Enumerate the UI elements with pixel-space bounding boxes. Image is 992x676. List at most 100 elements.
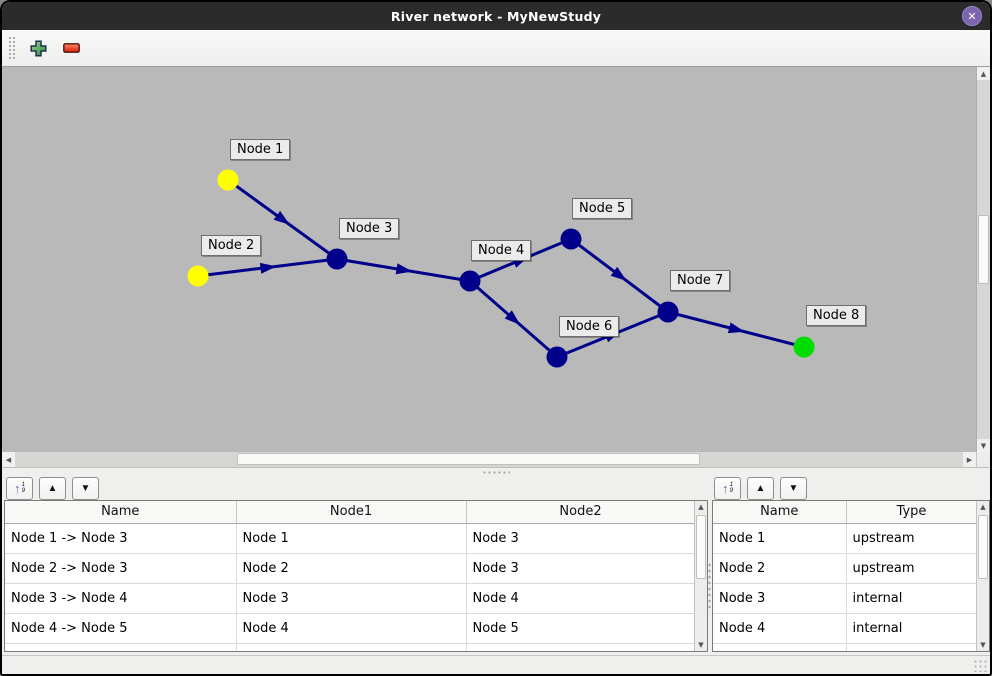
- scroll-down-icon[interactable]: ▼: [695, 639, 707, 651]
- vertical-splitter[interactable]: [707, 562, 712, 610]
- status-bar: [2, 655, 990, 674]
- move-down-icon: ▼: [80, 482, 91, 494]
- scroll-up-icon[interactable]: ▲: [977, 501, 989, 513]
- table-cell[interactable]: Node 4: [236, 613, 467, 644]
- horizontal-splitter[interactable]: [2, 467, 990, 474]
- table-cell[interactable]: Node 4: [466, 583, 694, 614]
- column-header-name[interactable]: Name: [713, 501, 847, 524]
- scroll-right-icon[interactable]: ▶: [963, 452, 976, 467]
- table-cell[interactable]: [466, 643, 694, 651]
- table-cell[interactable]: internal: [846, 583, 976, 614]
- table-cell[interactable]: Node 3: [466, 553, 694, 584]
- node-node-6[interactable]: [546, 346, 568, 368]
- column-header-node2[interactable]: Node2: [466, 501, 694, 524]
- node-label: Node 4: [471, 240, 532, 261]
- canvas-hscroll-track[interactable]: [15, 452, 963, 467]
- node-node-7[interactable]: [657, 301, 679, 323]
- node-node-5[interactable]: [560, 228, 582, 250]
- remove-minus-icon: [63, 43, 80, 53]
- node-label: Node 3: [339, 218, 400, 239]
- table-cell[interactable]: upstream: [846, 523, 976, 554]
- links-scroll-track[interactable]: [695, 513, 707, 639]
- close-icon: ✕: [967, 9, 977, 23]
- table-cell[interactable]: [5, 643, 237, 651]
- canvas-hscroll-thumb[interactable]: [237, 453, 700, 465]
- links-move-down-button[interactable]: ▼: [72, 476, 99, 500]
- canvas-vscroll-thumb[interactable]: [978, 215, 989, 284]
- toolbar-drag-handle-icon[interactable]: [8, 36, 16, 60]
- flow-direction-arrow-icon: [727, 322, 745, 334]
- scroll-down-icon[interactable]: ▼: [977, 639, 989, 651]
- table-cell[interactable]: Node 1: [236, 523, 467, 554]
- node-node-3[interactable]: [326, 248, 348, 270]
- table-cell[interactable]: Node 4: [713, 613, 847, 644]
- titlebar[interactable]: River network - MyNewStudy ✕: [2, 2, 990, 30]
- node-node-1[interactable]: [217, 169, 239, 191]
- table-cell[interactable]: Node 2: [236, 553, 467, 584]
- table-cell[interactable]: Node 3: [466, 523, 694, 554]
- node-label: Node 7: [670, 270, 731, 291]
- nodes-scroll-track[interactable]: [977, 513, 989, 639]
- table-cell[interactable]: [713, 643, 847, 651]
- move-down-icon: ▼: [788, 482, 799, 494]
- table-row[interactable]: [5, 643, 694, 651]
- table-cell[interactable]: Node 2: [713, 553, 847, 584]
- table-cell[interactable]: Node 3: [236, 583, 467, 614]
- table-cell[interactable]: Node 3 -> Node 4: [5, 583, 237, 614]
- node-node-8[interactable]: [793, 336, 815, 358]
- table-cell[interactable]: Node 1: [713, 523, 847, 554]
- table-cell[interactable]: upstream: [846, 553, 976, 584]
- table-cell[interactable]: [846, 643, 976, 651]
- canvas-vscroll-track[interactable]: [977, 80, 990, 439]
- table-cell[interactable]: Node 4 -> Node 5: [5, 613, 237, 644]
- table-row[interactable]: [713, 643, 976, 651]
- canvas-horizontal-scrollbar[interactable]: ◀ ▶: [2, 452, 976, 467]
- table-cell[interactable]: Node 1 -> Node 3: [5, 523, 237, 554]
- nodes-move-up-button[interactable]: ▲: [747, 476, 774, 500]
- nodes-table-scrollbar[interactable]: ▲ ▼: [976, 501, 989, 651]
- table-cell[interactable]: internal: [846, 613, 976, 644]
- resize-grip-icon[interactable]: [973, 659, 987, 672]
- scroll-up-icon[interactable]: ▲: [977, 67, 990, 80]
- move-up-icon: ▲: [47, 482, 58, 494]
- links-table-scrollbar[interactable]: ▲ ▼: [694, 501, 707, 651]
- nodes-scroll-thumb[interactable]: [978, 515, 988, 579]
- canvas-vertical-scrollbar[interactable]: ▲ ▼: [976, 67, 990, 452]
- scrollbar-corner: [976, 452, 990, 467]
- scroll-down-icon[interactable]: ▼: [977, 439, 990, 452]
- close-button[interactable]: ✕: [962, 6, 982, 26]
- add-button[interactable]: [28, 36, 49, 60]
- node-node-4[interactable]: [459, 270, 481, 292]
- table-cell[interactable]: [236, 643, 467, 651]
- remove-button[interactable]: [61, 36, 82, 60]
- column-header-node1[interactable]: Node1: [236, 501, 467, 524]
- table-cell[interactable]: Node 3: [713, 583, 847, 614]
- links-scroll-thumb[interactable]: [696, 515, 706, 579]
- node-label: Node 5: [572, 198, 633, 219]
- nodes-move-down-button[interactable]: ▼: [780, 476, 807, 500]
- column-header-type[interactable]: Type: [846, 501, 976, 524]
- node-label: Node 8: [806, 305, 867, 326]
- flow-direction-arrow-icon: [273, 210, 290, 225]
- table-cell[interactable]: Node 2 -> Node 3: [5, 553, 237, 584]
- table-cell[interactable]: Node 5: [466, 613, 694, 644]
- column-header-name[interactable]: Name: [5, 501, 237, 524]
- links-move-up-button[interactable]: ▲: [39, 476, 66, 500]
- scroll-left-icon[interactable]: ◀: [2, 452, 15, 467]
- scroll-up-icon[interactable]: ▲: [695, 501, 707, 513]
- node-node-2[interactable]: [187, 265, 209, 287]
